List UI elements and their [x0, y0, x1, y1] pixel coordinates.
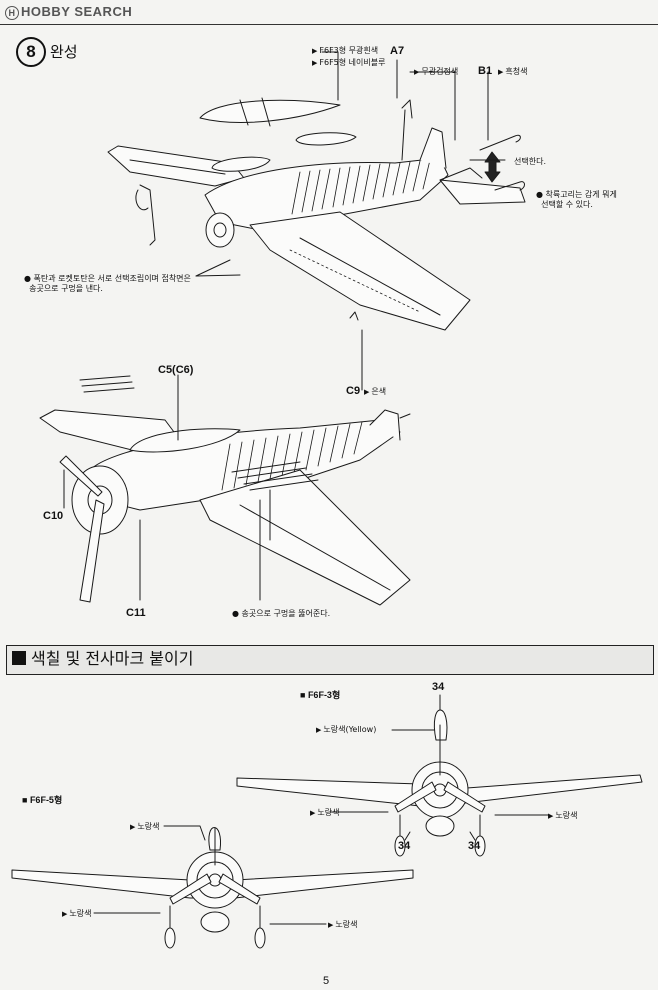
bomb-rocket-note: ● 폭탄과 로켓토탄은 서로 선택조립이며 접착면은 송곳으로 구멍을 낸다.	[24, 274, 191, 293]
f6f3-title: ■ F6F-3형	[300, 690, 341, 700]
f6f5-yellow-top: ▶노랑색	[130, 822, 160, 831]
hook-note: ● 착륙고리는 감게 뭐게 선택할 수 있다.	[536, 190, 617, 209]
logo-mark: H	[5, 6, 19, 20]
c9-color-callout: ▶은색	[364, 387, 387, 396]
section-title: 색칠 및 전사마크 붙이기	[31, 649, 194, 668]
f6f3-yellow-right: ▶노랑색	[548, 811, 578, 820]
section-bullet-square	[12, 651, 26, 665]
step-title: 완성	[50, 43, 78, 61]
part-c5-c6-label: C5(C6)	[158, 364, 194, 376]
drill-note: ● 송곳으로 구멍을 뚫어준다.	[232, 609, 331, 618]
step-number-badge: 8	[16, 37, 46, 67]
logo-text: HOBBY SEARCH	[21, 4, 133, 19]
b1-color-callout: ▶흑청색	[498, 67, 528, 76]
section-header-bar	[6, 645, 654, 675]
page-number: 5	[323, 975, 330, 987]
part-a7-label: A7	[390, 45, 405, 57]
top-divider	[0, 24, 658, 25]
f6f3-yellow-left: ▶노랑색	[310, 808, 340, 817]
lower-aircraft-drawing	[39, 374, 411, 606]
flat-gray-callout: ▶무광검정색	[414, 67, 459, 76]
f6f3-color-callout: ▶F6F3형 무광흰색	[312, 46, 379, 55]
f6f3-front-view-drawing	[236, 694, 643, 857]
part-c9-label: C9	[346, 385, 361, 397]
part-c11-label: C11	[126, 607, 146, 619]
part-c10-label: C10	[43, 510, 64, 522]
f6f3-decal-top: 34	[432, 681, 445, 693]
select-note: 선택한다.	[514, 157, 546, 166]
f6f3-yellow-top: ▶노랑색(Yellow)	[316, 725, 377, 734]
upper-aircraft-drawing	[107, 51, 526, 391]
f6f5-front-view-drawing	[11, 825, 414, 949]
f6f5-yellow-left: ▶노랑색	[62, 909, 92, 918]
f6f5-color-callout: ▶F6F5형 네이비블루	[312, 58, 386, 67]
f6f5-title: ■ F6F-5형	[22, 795, 63, 805]
f6f5-yellow-right: ▶노랑색	[328, 920, 358, 929]
f6f3-decal-right: 34	[468, 840, 481, 852]
part-b1-label: B1	[478, 65, 493, 77]
f6f3-decal-left: 34	[398, 840, 411, 852]
